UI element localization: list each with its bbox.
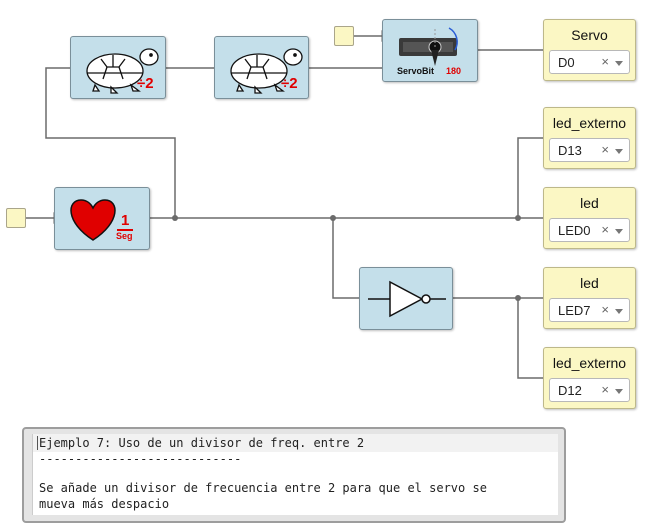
pin-select-value: D0 <box>558 55 575 70</box>
output-block-led-externo-d12[interactable]: led_externo D12 × <box>543 347 636 409</box>
heart-icon <box>70 199 116 241</box>
comment-line-2: ---------------------------- <box>39 452 242 466</box>
chevron-down-icon[interactable] <box>615 309 623 314</box>
heartbeat-fraction-bar <box>117 229 133 231</box>
pin-select-value: D12 <box>558 383 582 398</box>
pin-select[interactable]: D12 × <box>549 378 630 402</box>
wire-heartbeat-divider <box>45 67 176 218</box>
heartbeat-unit: Seg <box>116 231 133 241</box>
text-cursor <box>37 436 38 450</box>
output-name: led <box>580 275 599 291</box>
servo-name: ServoBit <box>397 66 435 76</box>
clear-icon[interactable]: × <box>601 382 609 397</box>
chevron-down-icon[interactable] <box>615 389 623 394</box>
output-block-led0[interactable]: led LED0 × <box>543 187 636 249</box>
turtle-icon <box>86 48 159 94</box>
comment-text-area[interactable]: Ejemplo 7: Uso de un divisor de freq. en… <box>32 434 558 515</box>
divider-label: ÷2 <box>137 75 154 92</box>
pin-select-value: LED7 <box>558 303 591 318</box>
output-block-led7[interactable]: led LED7 × <box>543 267 636 329</box>
servo-angle: 180 <box>446 66 462 76</box>
frequency-divider-block-1[interactable]: ÷2 <box>70 36 166 99</box>
junction-dot <box>515 215 521 221</box>
comment-block[interactable]: Ejemplo 7: Uso de un divisor de freq. en… <box>22 427 566 523</box>
junction-dot <box>330 215 336 221</box>
wire-bus-led-externo-d13 <box>517 137 543 218</box>
pin-select[interactable]: LED0 × <box>549 218 630 242</box>
input-port-heartbeat[interactable] <box>6 208 26 228</box>
input-port-servo[interactable] <box>334 26 354 46</box>
not-gate-block[interactable] <box>359 267 453 330</box>
servo-block[interactable]: ServoBit 180 <box>382 19 478 82</box>
divider-label: ÷2 <box>281 75 298 92</box>
servo-icon <box>399 27 458 66</box>
pin-select-value: D13 <box>558 143 582 158</box>
heartbeat-numerator: 1 <box>121 212 130 229</box>
clear-icon[interactable]: × <box>601 142 609 157</box>
output-name: led <box>580 195 599 211</box>
junction-dot <box>515 295 521 301</box>
chevron-down-icon[interactable] <box>615 61 623 66</box>
clear-icon[interactable]: × <box>601 222 609 237</box>
output-name: led_externo <box>552 355 627 371</box>
wire-not-led-externo-d12 <box>517 298 543 379</box>
output-name: led_externo <box>552 115 627 131</box>
output-name: Servo <box>571 27 608 43</box>
comment-line-4: mueva más despacio <box>39 497 170 511</box>
comment-line-3: Se añade un divisor de frecuencia entre … <box>39 481 487 495</box>
heartbeat-block[interactable]: 1 Seg <box>54 187 150 250</box>
clear-icon[interactable]: × <box>601 54 609 69</box>
junction-dot <box>172 215 178 221</box>
output-block-servo[interactable]: Servo D0 × <box>543 19 636 81</box>
pin-select[interactable]: LED7 × <box>549 298 630 322</box>
clear-icon[interactable]: × <box>601 302 609 317</box>
turtle-icon <box>230 48 303 94</box>
chevron-down-icon[interactable] <box>615 229 623 234</box>
not-gate-icon <box>368 280 446 318</box>
pin-select[interactable]: D13 × <box>549 138 630 162</box>
pin-select-value: LED0 <box>558 223 591 238</box>
frequency-divider-block-2[interactable]: ÷2 <box>214 36 309 99</box>
pin-select[interactable]: D0 × <box>549 50 630 74</box>
output-block-led-externo-d13[interactable]: led_externo D13 × <box>543 107 636 169</box>
chevron-down-icon[interactable] <box>615 149 623 154</box>
wire-bus-not <box>332 218 359 299</box>
comment-active-line <box>33 434 558 452</box>
comment-line-1: Ejemplo 7: Uso de un divisor de freq. en… <box>39 436 365 450</box>
